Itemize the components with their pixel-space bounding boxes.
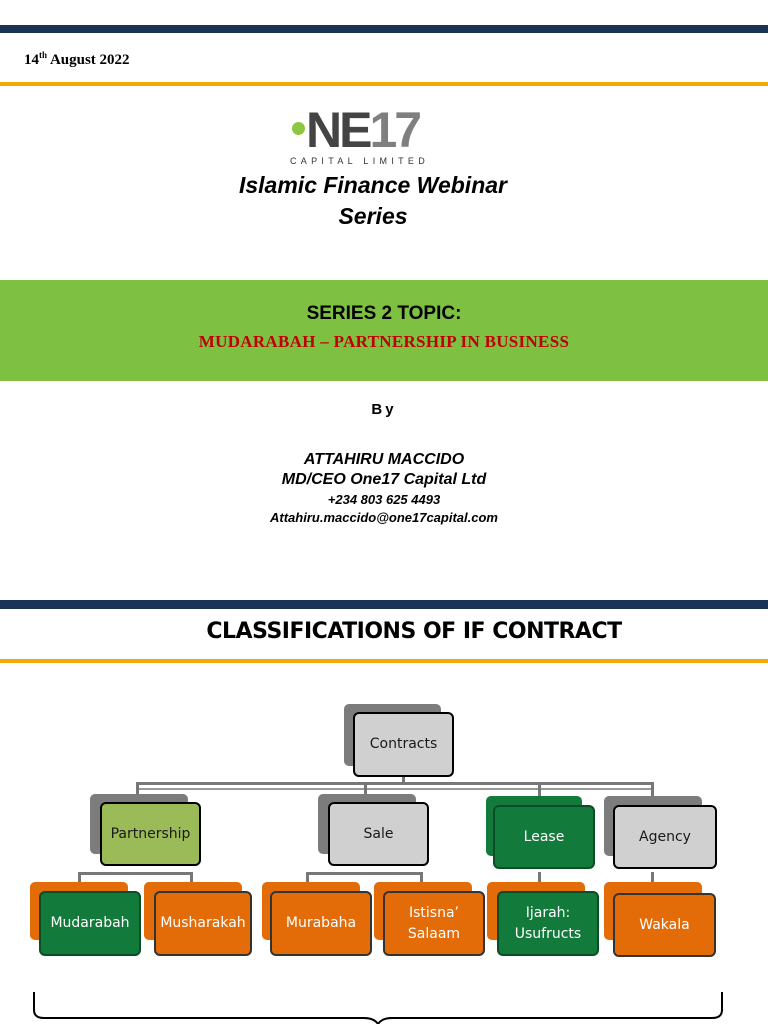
logo-wordmark: NE17 — [306, 102, 422, 158]
presenter-phone: +234 803 625 4493 — [327, 492, 441, 507]
connector-main-bus-2 — [136, 788, 654, 790]
series-label: SERIES 2 TOPIC: — [306, 303, 462, 324]
webinar-title-line1: Islamic Finance Webinar — [238, 172, 507, 198]
section-title: CLASSIFICATIONS OF IF CONTRACT — [206, 619, 622, 644]
node-ijarah-label: Ijarah: Usufructs — [497, 891, 599, 956]
bottom-brace — [33, 992, 723, 1024]
slide-date: 14th August 2022 — [24, 50, 130, 68]
topic-title: MUDARABAH – PARTNERSHIP IN BUSINESS — [198, 332, 570, 351]
node-sale-label: Sale — [328, 802, 429, 866]
connector-sale-drop — [364, 782, 367, 796]
logo-dot-icon — [292, 122, 305, 135]
node-partnership-label: Partnership — [100, 802, 201, 866]
webinar-title-line2: Series — [338, 203, 408, 229]
connector-sale-left — [306, 872, 309, 884]
node-lease-label: Lease — [493, 805, 595, 869]
connector-sale-bus — [306, 872, 422, 875]
presenter-role: MD/CEO One17 Capital Ltd — [281, 471, 487, 488]
connector-main-bus — [136, 782, 654, 785]
connector-partnership-left — [78, 872, 81, 884]
logo-subtitle: CAPITAL LIMITED — [290, 156, 430, 166]
node-agency-label: Agency — [613, 805, 717, 869]
connector-partnership-right — [190, 872, 193, 884]
section-navy-bar — [0, 600, 768, 609]
top-navy-bar — [0, 25, 768, 33]
node-murabaha-label: Murabaha — [270, 891, 372, 956]
connector-lease-leaf — [538, 872, 541, 884]
presenter-email: Attahiru.maccido@one17capital.com — [270, 510, 498, 525]
top-gold-rule — [0, 82, 768, 86]
connector-sale-right — [420, 872, 423, 884]
connector-lease-drop — [538, 782, 541, 796]
by-label: By — [371, 401, 397, 418]
webinar-title: Islamic Finance Webinar Series — [180, 170, 566, 232]
presenter-name: ATTAHIRU MACCIDO — [303, 451, 465, 468]
connector-root-stem — [402, 776, 405, 784]
node-musharakah-label: Musharakah — [154, 891, 252, 956]
node-istisna-salaam-label: Istisna’ Salaam — [383, 891, 485, 956]
node-wakala-label: Wakala — [613, 893, 716, 957]
connector-partnership-drop — [136, 782, 139, 796]
one17-logo: NE17 CAPITAL LIMITED — [276, 102, 448, 168]
node-mudarabah-label: Mudarabah — [39, 891, 141, 956]
topic-band — [0, 280, 768, 381]
connector-agency-drop — [651, 782, 654, 796]
node-contracts-label: Contracts — [353, 712, 454, 777]
section-gold-rule — [0, 659, 768, 663]
connector-partnership-bus — [78, 872, 192, 875]
connector-agency-leaf — [651, 872, 654, 884]
